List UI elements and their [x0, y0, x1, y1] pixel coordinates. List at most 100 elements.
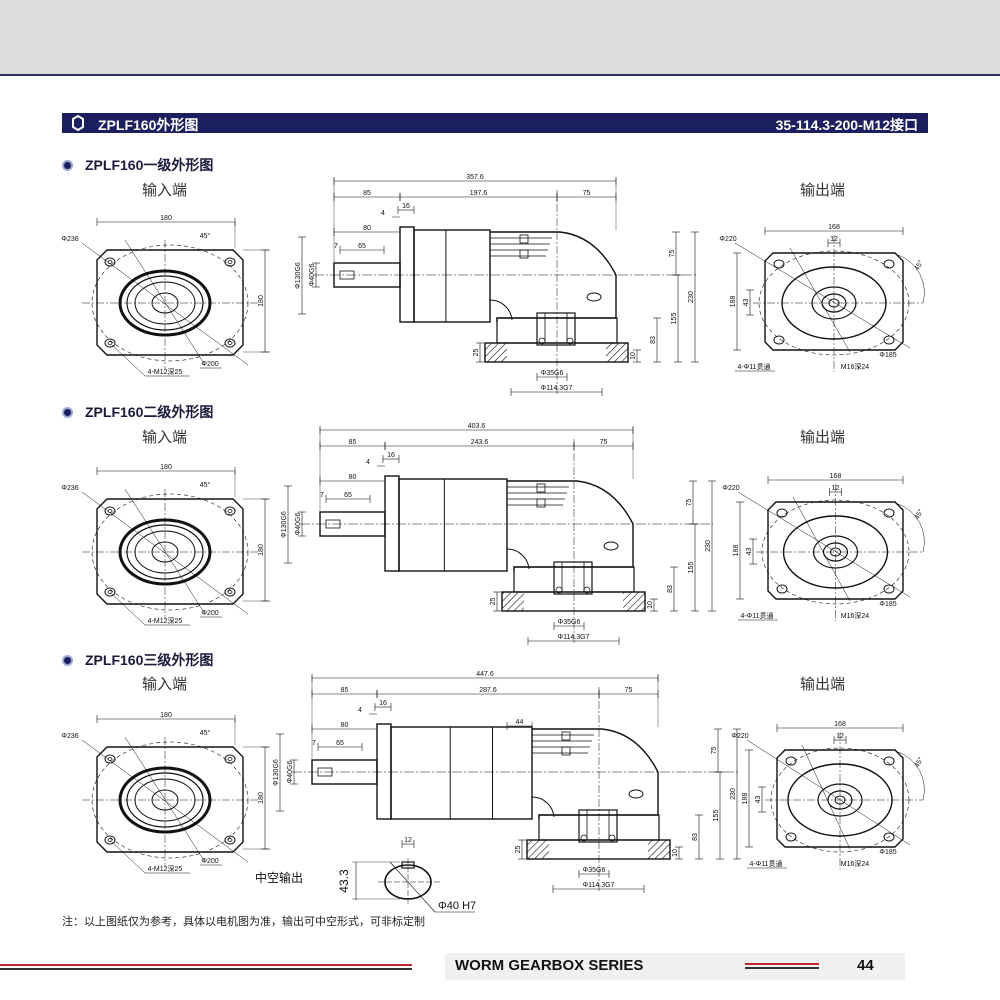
angle-arc [897, 254, 925, 304]
bolt-hole [785, 832, 797, 842]
dimension-label: 155 [671, 313, 678, 325]
output-end-label-1: 输出端 [800, 181, 846, 199]
dimension-label: Φ200 [201, 610, 218, 617]
circle [566, 337, 574, 345]
oil-port [603, 541, 619, 551]
line [81, 491, 249, 615]
line [124, 488, 206, 615]
dimension-label: 44 [516, 719, 524, 726]
dimension-label: 188 [733, 545, 740, 557]
lug [561, 746, 571, 756]
input-end-label-1: 输入端 [142, 181, 188, 199]
dimension-label: 75 [625, 687, 633, 694]
dimension-label: 25 [515, 846, 522, 854]
page-number: 44 [857, 957, 874, 974]
circle [583, 586, 591, 594]
output-plate [764, 252, 904, 351]
input-end-label-3: 输入端 [142, 675, 188, 693]
hatch [527, 840, 549, 859]
dimension-label: 180 [160, 712, 172, 719]
bolt-hole [883, 335, 895, 345]
dimension-label: 7 [334, 243, 338, 250]
mounting-plate [96, 498, 244, 605]
hollow-output-label: 中空输出 [255, 870, 303, 885]
dimension-label: 16 [379, 700, 387, 707]
dimension-label: 75 [711, 747, 718, 755]
dimension-label: 65 [336, 740, 344, 747]
angle-housing [532, 728, 659, 819]
dimension-label: 75 [686, 499, 693, 507]
dimension-label: 4-M12深25 [148, 367, 183, 376]
dimension-label: 43 [755, 796, 762, 804]
line [111, 841, 146, 874]
dimension-label: 230 [730, 788, 737, 800]
dimension-label: 75 [600, 439, 608, 446]
dimension-label: 180 [160, 464, 172, 471]
dimension-label: Φ114.3G7 [583, 882, 615, 889]
bullet-icon [62, 160, 73, 171]
line [124, 239, 206, 366]
circle [608, 834, 616, 842]
lug [536, 483, 546, 493]
circle [107, 590, 113, 594]
section-title-text: ZPLF160二级外形图 [85, 404, 214, 420]
dimension-label: M16深24 [841, 859, 870, 868]
section-title-1: ZPLF160一级外形图 [62, 155, 213, 175]
dimension-label: Φ35G6 [541, 370, 564, 377]
footer-accent-lines [745, 963, 819, 971]
dimension-label: 80 [349, 474, 357, 481]
dimension-label: 43 [743, 299, 750, 307]
dimension-label: 80 [341, 722, 349, 729]
line [746, 739, 911, 846]
line [734, 242, 911, 349]
dimension-label: Φ130G6 [295, 262, 302, 289]
dimension-label: Φ114.3G7 [558, 634, 590, 641]
bolt-hole [773, 335, 785, 345]
dimension-label: Φ236 [61, 485, 78, 492]
circle [107, 260, 113, 264]
dimension-label: Φ35G6 [583, 867, 606, 874]
dimension-label: Φ200 [201, 858, 218, 865]
dimension-label: 180 [258, 792, 265, 804]
dimension-label: 12 [832, 485, 840, 492]
dimension-label: Φ236 [61, 236, 78, 243]
dimension-label: 25 [473, 349, 480, 357]
dimension-label: Φ185 [879, 601, 896, 608]
dimension-label: 188 [742, 793, 749, 805]
dimension-label: 45° [913, 259, 925, 272]
angle-housing [507, 480, 634, 571]
input-flange [399, 226, 415, 323]
bolt-hole [224, 257, 236, 267]
dimension-label: 4-M12深25 [148, 616, 183, 625]
dimension-label: 180 [258, 295, 265, 307]
gear-body [398, 478, 508, 572]
hatch [623, 592, 645, 611]
bolt-hole [883, 756, 895, 766]
dimension-label: Φ130G6 [273, 759, 280, 786]
lug [519, 234, 529, 244]
circle [107, 838, 113, 842]
circle [227, 341, 233, 345]
dimension-label: 45° [913, 756, 925, 769]
output-end-label-2: 输出端 [800, 428, 846, 446]
bolt-hole [104, 835, 116, 845]
lug [519, 249, 529, 259]
dimension-label: Φ236 [61, 733, 78, 740]
dimension-label: 197.6 [470, 190, 488, 197]
circle [107, 757, 113, 761]
dimension-label: 10 [647, 601, 654, 609]
dimension-label: 168 [830, 473, 842, 480]
dimension-label: 10 [630, 352, 637, 360]
dimension-label: 83 [667, 585, 674, 593]
gear-body [390, 726, 533, 820]
housing-arc [506, 548, 530, 570]
input-flange [376, 723, 392, 820]
bolt-hole [224, 506, 236, 516]
dimension-label: 287.6 [479, 687, 497, 694]
dimension-label: 230 [688, 291, 695, 303]
